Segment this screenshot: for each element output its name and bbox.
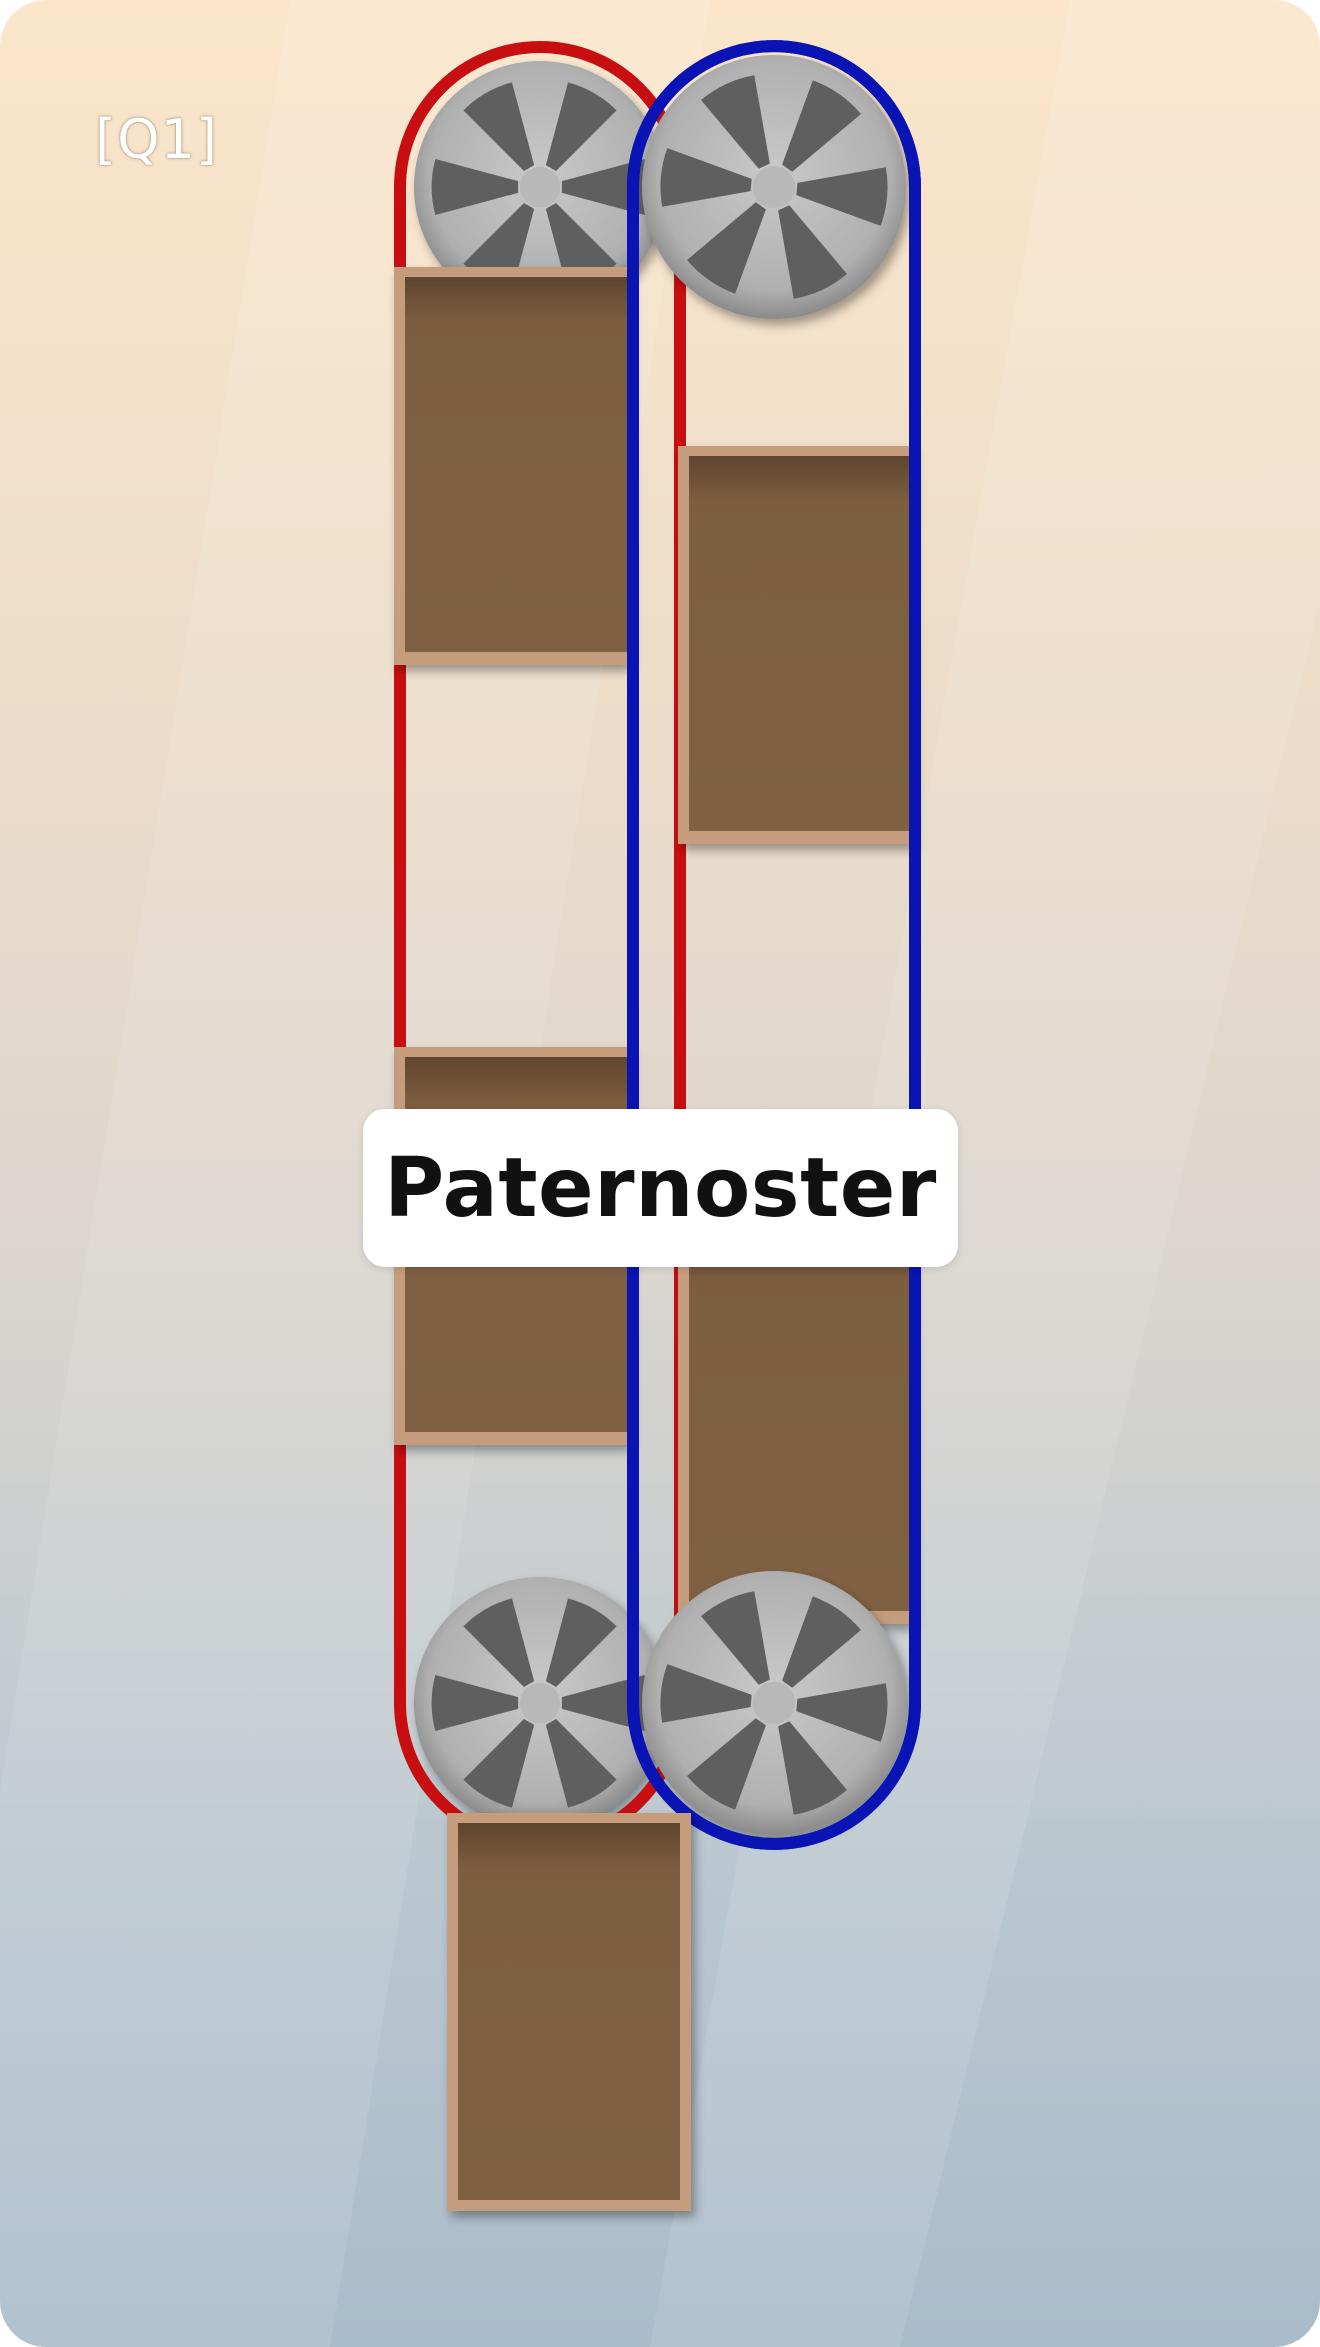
gear-hub (519, 166, 561, 208)
gear-blade (463, 82, 535, 171)
gear-blade (660, 148, 752, 207)
gear-blade (561, 1674, 649, 1732)
title-text: Paternoster (384, 1140, 937, 1236)
level-badge: [Q1] (95, 108, 218, 171)
gear-blade (561, 158, 649, 216)
gear-blade (545, 1719, 617, 1808)
gear-blade (796, 167, 888, 226)
gear-blade (687, 202, 766, 294)
gear-blade (463, 1598, 535, 1687)
gear-blade (463, 1719, 535, 1808)
gear-blade (687, 1718, 766, 1810)
gear-blade (545, 82, 617, 171)
right-top-gear-icon (642, 55, 906, 319)
gear-hub (752, 165, 796, 209)
gear-blade (782, 80, 861, 172)
left-top-gear-icon (414, 61, 666, 313)
cabin-box (678, 1226, 912, 1624)
gear-blade (701, 1591, 770, 1685)
gear-blade (431, 158, 519, 216)
gear-blade (796, 1683, 888, 1742)
gear-blade (778, 1721, 847, 1815)
gear-blade (701, 75, 770, 169)
cabin-box-detached[interactable] (447, 1813, 691, 2211)
gear-hub (519, 1682, 561, 1724)
left-bottom-gear-icon (414, 1577, 666, 1829)
gear-hub (752, 1681, 796, 1725)
title-card: Paternoster (363, 1109, 958, 1267)
gear-blade (778, 205, 847, 299)
cabin-box (394, 267, 629, 665)
cabin-box (678, 446, 912, 844)
gear-blade (545, 1598, 617, 1687)
gear-blade (782, 1596, 861, 1688)
right-bottom-gear-icon (642, 1571, 906, 1835)
gear-blade (431, 1674, 519, 1732)
gear-blade (660, 1664, 752, 1723)
